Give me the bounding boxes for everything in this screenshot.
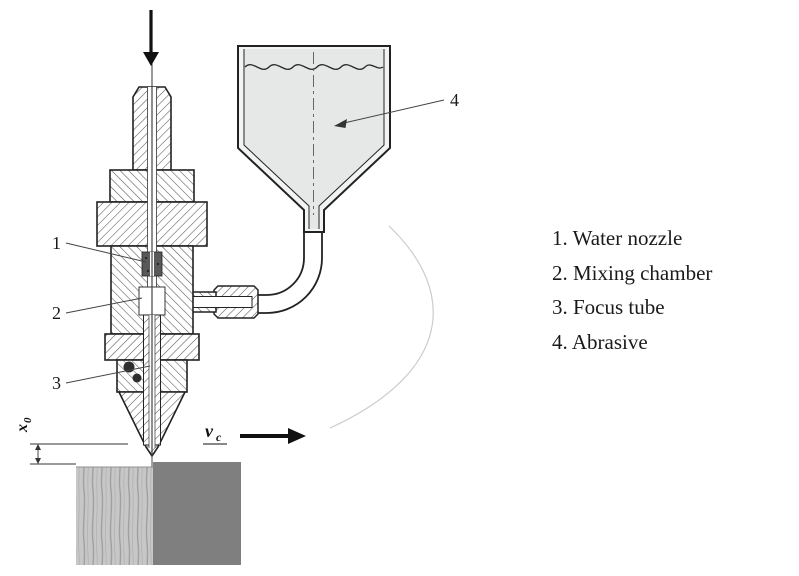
abrasive-surface-wave <box>244 64 384 70</box>
legend-item-mixing-chamber: 2. Mixing chamber <box>552 260 713 285</box>
callout-abrasive: 4 <box>334 90 459 128</box>
callout-mixing-chamber: 2 <box>52 297 143 323</box>
legend-item-water-nozzle: 1. Water nozzle <box>552 226 683 250</box>
callout-3-label: 3 <box>52 373 61 393</box>
callout-1-label: 1 <box>52 233 61 253</box>
abrasive-feed-tube <box>165 228 323 319</box>
callout-water-nozzle: 1 <box>52 233 147 263</box>
legend-item-focus-tube: 3. Focus tube <box>552 295 665 319</box>
construction-arc <box>329 225 434 429</box>
water-inlet-arrow <box>143 10 159 66</box>
workpiece-uncut <box>153 462 241 565</box>
standoff-symbol: x <box>14 424 31 433</box>
parts-legend: 1. Water nozzle 2. Mixing chamber 3. Foc… <box>552 221 712 359</box>
cutting-head <box>96 60 208 468</box>
legend-item-abrasive: 4. Abrasive <box>552 329 648 354</box>
abrasive-hopper <box>237 45 391 233</box>
cutting-speed-subscript: c <box>216 430 222 444</box>
workpiece <box>76 462 241 565</box>
cutting-speed-symbol: v <box>205 421 214 441</box>
seal-ring <box>132 373 142 383</box>
callout-2-label: 2 <box>52 303 61 323</box>
standoff-subscript: 0 <box>22 417 34 423</box>
standoff-dimension: x 0 <box>14 417 128 465</box>
workpiece-cut-surface <box>76 467 153 565</box>
cutting-speed-annotation: v c <box>203 421 306 445</box>
callout-4-label: 4 <box>450 90 459 110</box>
callout-focus-tube: 3 <box>52 365 151 393</box>
